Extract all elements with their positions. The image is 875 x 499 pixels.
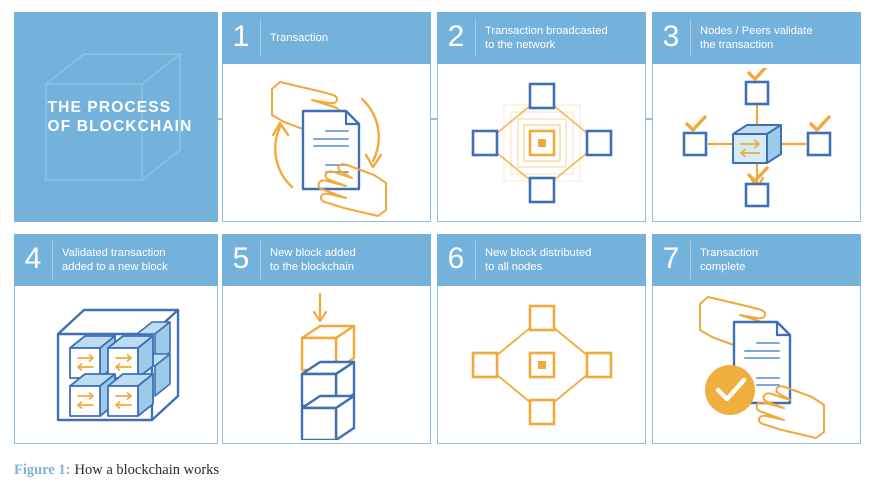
panel-1-separator (260, 19, 261, 57)
panel-5-number: 5 (232, 241, 250, 275)
panel-7: 7 Transaction complete (652, 234, 861, 444)
step-panel-6[interactable]: 6 New block distributed to all nodes (437, 234, 646, 444)
panel-7-title: Transaction complete (700, 247, 759, 273)
title-block: THE PROCESS OF BLOCKCHAIN (14, 12, 218, 222)
panel-2-body (437, 64, 646, 222)
connector-title-to-step1 (218, 118, 223, 120)
panel-1: 1 Transaction (222, 12, 431, 222)
panel-1-body (222, 64, 431, 222)
panel-3-body (652, 64, 861, 222)
stacked-blocks-arrow-icon (300, 292, 355, 440)
panel-4-header: 4 Validated transaction added to a new b… (14, 234, 218, 286)
panel-6-body (437, 286, 646, 444)
panel-7-header: 7 Transaction complete (652, 234, 861, 286)
panel-5-header: 5 New block added to the blockchain (222, 234, 431, 286)
figure-caption-text: How a blockchain works (74, 462, 220, 478)
panel-6-title: New block distributed to all nodes (485, 247, 592, 273)
panel-2-title: Transaction broadcasted to the network (485, 25, 608, 51)
panel-1-header: 1 Transaction (222, 12, 431, 64)
connector-step2-to-step3 (646, 118, 653, 120)
title-line-2: OF BLOCKCHAIN (47, 118, 193, 135)
figure-caption: Figure 1:How a blockchain works (14, 462, 219, 479)
panel-3-number: 3 (662, 19, 680, 53)
step-panel-3[interactable]: 3 Nodes / Peers validate the transaction (652, 12, 861, 222)
step-panel-1[interactable]: 1 Transaction (222, 12, 431, 222)
step-panel-5[interactable]: 5 New block added to the blockchain (222, 234, 431, 444)
document-exchange-hands-icon (270, 80, 387, 217)
figure-row-top: THE PROCESS OF BLOCKCHAIN 1 Transaction (0, 12, 875, 222)
step-panel-4[interactable]: 4 Validated transaction added to a new b… (14, 234, 218, 444)
panel-6-header: 6 New block distributed to all nodes (437, 234, 646, 286)
panel-4-body (14, 286, 218, 444)
panel-3-separator (690, 19, 691, 57)
title-block-cell: THE PROCESS OF BLOCKCHAIN (14, 12, 218, 222)
title-block-text: THE PROCESS OF BLOCKCHAIN (40, 98, 193, 136)
panel-4-separator (52, 241, 53, 279)
panel-2: 2 Transaction broadcasted to the network (437, 12, 646, 222)
document-complete-check-icon (698, 295, 825, 439)
step-panel-7[interactable]: 7 Transaction complete (652, 234, 861, 444)
nodes-validate-cube-icon (682, 67, 831, 207)
panel-5-body (222, 286, 431, 444)
figure-caption-label: Figure 1: (14, 462, 71, 478)
panel-7-number: 7 (662, 241, 680, 275)
panel-2-separator (475, 19, 476, 57)
panel-6: 6 New block distributed to all nodes (437, 234, 646, 444)
panel-3: 3 Nodes / Peers validate the transaction (652, 12, 861, 222)
panel-1-title: Transaction (270, 32, 329, 44)
panel-6-number: 6 (447, 241, 465, 275)
panel-5-separator (260, 241, 261, 279)
panel-2-number: 2 (447, 19, 465, 53)
panel-2-header: 2 Transaction broadcasted to the network (437, 12, 646, 64)
panel-7-body (652, 286, 861, 444)
block-grid-cube-icon (56, 308, 180, 421)
panel-4-number: 4 (24, 241, 42, 275)
panel-4: 4 Validated transaction added to a new b… (14, 234, 218, 444)
step-panel-2[interactable]: 2 Transaction broadcasted to the network (437, 12, 646, 222)
figure-row-bottom: 4 Validated transaction added to a new b… (0, 234, 875, 444)
network-broadcast-icon (458, 69, 625, 216)
network-distribute-icon (458, 291, 625, 438)
panel-6-separator (475, 241, 476, 279)
panel-3-header: 3 Nodes / Peers validate the transaction (652, 12, 861, 64)
connector-step1-to-step2 (431, 118, 438, 120)
title-line-1: THE PROCESS (47, 99, 172, 116)
panel-3-title: Nodes / Peers validate the transaction (700, 25, 813, 51)
panel-4-title: Validated transaction added to a new blo… (62, 247, 168, 273)
panel-1-number: 1 (232, 19, 250, 53)
panel-5: 5 New block added to the blockchain (222, 234, 431, 444)
panel-7-separator (690, 241, 691, 279)
panel-5-title: New block added to the blockchain (270, 247, 356, 273)
